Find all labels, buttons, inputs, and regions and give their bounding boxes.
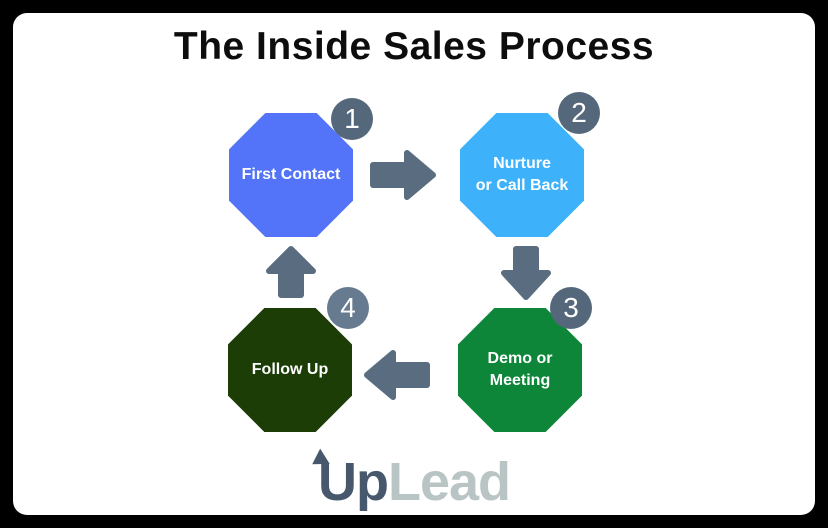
step-number-badge-4: 4 — [327, 287, 369, 329]
logo-text-secondary: Lead — [387, 452, 511, 512]
step-number: 3 — [563, 292, 579, 323]
logo-text-up: Up — [317, 452, 389, 512]
logo-cycle-arrow-icon — [312, 448, 330, 465]
uplead-logo: Up Lead — [13, 448, 815, 513]
step-label-line1: Nurture — [493, 155, 551, 173]
step-number-badge-3: 3 — [550, 287, 592, 329]
arrow-left-icon — [364, 350, 430, 400]
step-octagon-first-contact: First Contact — [229, 113, 353, 237]
arrow-up-icon — [266, 246, 316, 298]
step-number-badge-2: 2 — [558, 92, 600, 134]
step-number-badge-1: 1 — [331, 98, 373, 140]
logo-text-primary: Up — [312, 448, 389, 513]
arrow-down-icon — [501, 246, 551, 300]
step-label-line1: First Contact — [241, 166, 341, 184]
page-title: The Inside Sales Process — [173, 25, 655, 68]
step-number: 2 — [571, 97, 587, 128]
step-number: 1 — [344, 103, 360, 134]
step-label-line1: Demo or — [487, 350, 553, 368]
step-label-line1: Follow Up — [251, 361, 329, 379]
step-octagon-demo-or-meeting: Demo or Meeting — [458, 308, 582, 432]
step-label-line2: Meeting — [489, 372, 551, 389]
infographic-canvas: The Inside Sales Process First Contact 1… — [13, 13, 815, 515]
step-label-line2: or Call Back — [475, 177, 569, 194]
arrow-right-icon — [370, 150, 436, 200]
step-octagon-follow-up: Follow Up — [228, 308, 352, 432]
step-octagon-nurture-or-call-back: Nurture or Call Back — [460, 113, 584, 237]
step-number: 4 — [340, 292, 356, 323]
